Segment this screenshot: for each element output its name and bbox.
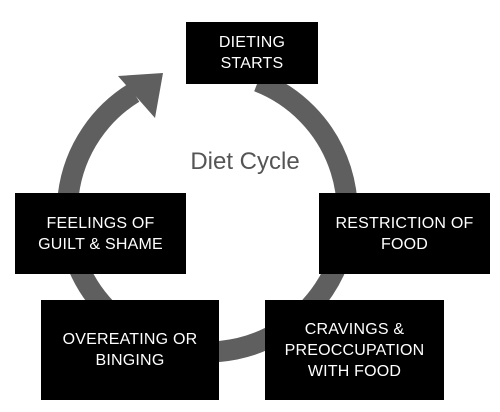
diagram-title: Diet Cycle [190,148,300,175]
step-label: DIETING STARTS [218,34,286,72]
step-guilt-shame: FEELINGS OF GUILT & SHAME [15,193,186,274]
step-cravings-preoccupation: CRAVINGS & PREOCCUPATION WITH FOOD [265,300,444,400]
step-dieting-starts: DIETING STARTS [186,22,318,84]
step-label: FEELINGS OF GUILT & SHAME [38,214,163,253]
step-label: RESTRICTION OF FOOD [335,214,474,253]
cycle-arrowhead-icon [118,73,163,118]
cycle-arrow-ring [56,71,358,363]
step-overeating-binging: OVEREATING OR BINGING [41,300,219,400]
step-label: OVEREATING OR BINGING [62,331,198,369]
step-label: CRAVINGS & PREOCCUPATION WITH FOOD [284,320,425,380]
step-restriction-of-food: RESTRICTION OF FOOD [319,193,490,274]
